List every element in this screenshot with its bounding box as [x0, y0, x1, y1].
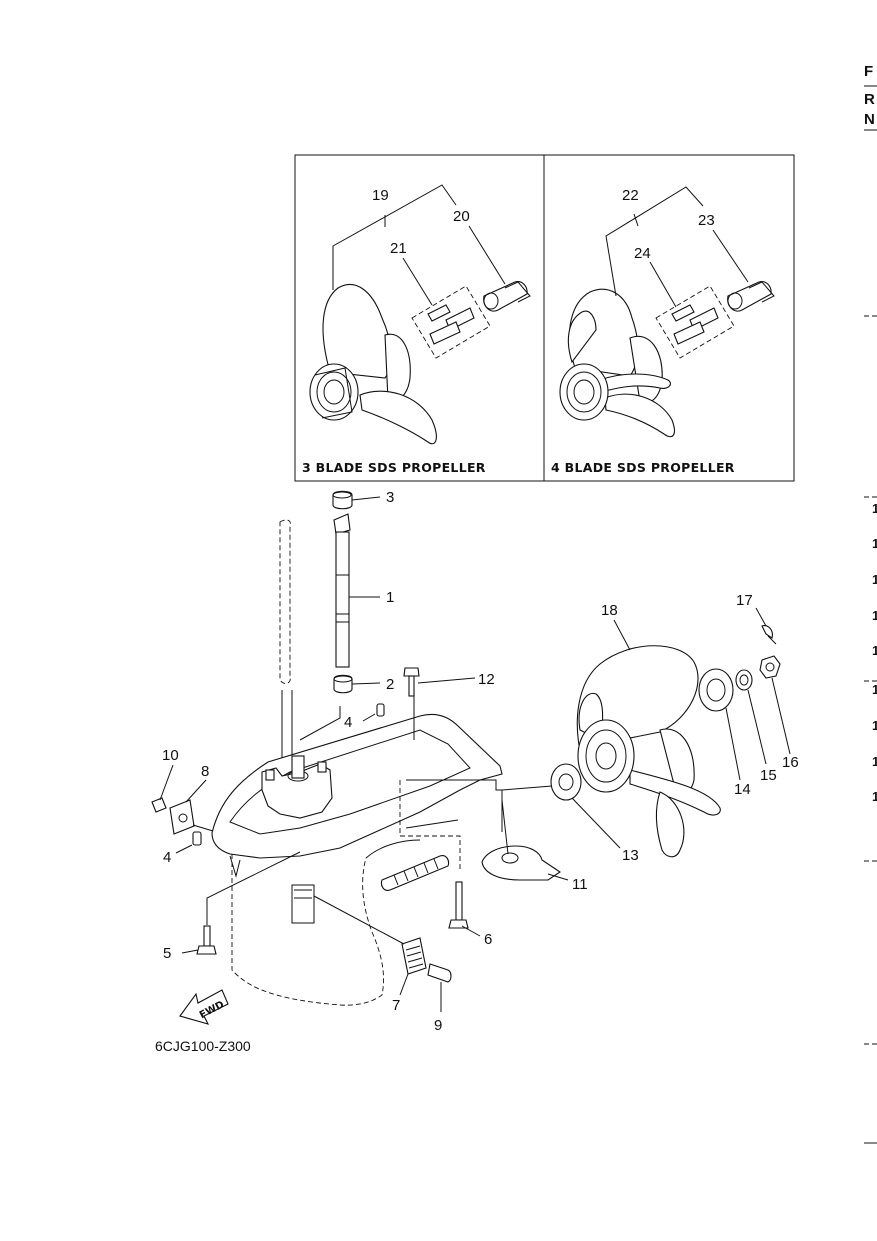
- callout-1: 1: [386, 589, 394, 606]
- bolt-5: [196, 925, 217, 955]
- callout-5: 5: [163, 945, 171, 962]
- fwd-direction-arrow: FWD: [179, 989, 229, 1025]
- callout-14: 14: [734, 781, 751, 798]
- callout-13: 13: [622, 847, 639, 864]
- part-leaders-upper: [349, 496, 476, 685]
- water-inlet-cover-7: [313, 895, 427, 996]
- callout-15: 15: [760, 767, 777, 784]
- edge-number: 1: [872, 754, 877, 769]
- callout-4-lower: 4: [163, 849, 171, 866]
- callout-19: 19: [372, 187, 389, 204]
- callout-7: 7: [392, 997, 400, 1014]
- callout-18: 18: [601, 602, 618, 619]
- dowel-pins: [175, 703, 385, 854]
- callout-2: 2: [386, 676, 394, 693]
- callout-16: 16: [782, 754, 799, 771]
- trim-tab-11: [481, 799, 569, 881]
- three-blade-spacer: [483, 281, 531, 312]
- edge-number: 1: [872, 572, 877, 587]
- edge-letter-n: N: [864, 111, 875, 128]
- edge-number: 1: [872, 682, 877, 697]
- callout-6: 6: [484, 931, 492, 948]
- washer-15: [735, 669, 767, 765]
- callout-17: 17: [736, 592, 753, 609]
- drive-shaft-assembly: [279, 490, 353, 760]
- callout-23: 23: [698, 212, 715, 229]
- four-blade-propeller-drawing: [559, 288, 675, 438]
- three-blade-leaders: [332, 184, 506, 306]
- edge-number: 1: [872, 789, 877, 804]
- bolt-6: [448, 881, 481, 937]
- four-blade-spacer: [727, 281, 775, 312]
- anode-plate-8: [169, 799, 195, 835]
- thrust-washer-13: [501, 763, 621, 849]
- edge-number: 1: [872, 608, 877, 623]
- right-panel-caption: 4 BLADE SDS PROPELLER: [551, 460, 735, 475]
- callout-9: 9: [434, 1017, 442, 1034]
- three-blade-spline-kit: [411, 285, 491, 359]
- cotter-pin-17: [755, 607, 777, 645]
- edge-number: 1: [872, 718, 877, 733]
- edge-number: 1: [872, 643, 877, 658]
- callout-20: 20: [453, 208, 470, 225]
- callout-3: 3: [386, 489, 394, 506]
- three-blade-propeller-drawing: [309, 283, 437, 445]
- left-panel-caption: 3 BLADE SDS PROPELLER: [302, 460, 486, 475]
- bolt-10: [151, 797, 167, 813]
- spacer-14: [698, 668, 741, 781]
- callout-12: 12: [478, 671, 495, 688]
- nut-16: [759, 655, 791, 755]
- callout-21: 21: [390, 240, 407, 257]
- screw-9: [427, 963, 452, 1012]
- page-edge-header: F R N: [864, 63, 877, 131]
- edge-number: 1: [872, 536, 877, 551]
- diagram-code: 6CJG100-Z300: [155, 1038, 251, 1054]
- bolt-12: [403, 667, 420, 697]
- callout-8: 8: [201, 763, 209, 780]
- callout-22: 22: [622, 187, 639, 204]
- edge-letter-f: F: [864, 63, 873, 80]
- page-edge-numbers: 1 1 1 1 1 1 1 1 1: [872, 501, 877, 804]
- callout-11: 11: [572, 876, 588, 893]
- four-blade-spline-kit: [655, 285, 735, 359]
- propeller-18: [576, 619, 721, 858]
- lower-gearcase-housing: [211, 696, 503, 1006]
- part-leaders-left: [159, 764, 301, 954]
- edge-letter-r: R: [864, 91, 875, 108]
- edge-number: 1: [872, 501, 877, 516]
- page-edge-ticks: [864, 315, 877, 1144]
- four-blade-leaders: [605, 186, 749, 308]
- callout-24: 24: [634, 245, 651, 262]
- sds-propeller-inset: 19 20 21 3 BLADE SDS PROPELLER: [294, 154, 795, 482]
- callout-4-upper: 4: [344, 714, 352, 731]
- callout-10: 10: [162, 747, 179, 764]
